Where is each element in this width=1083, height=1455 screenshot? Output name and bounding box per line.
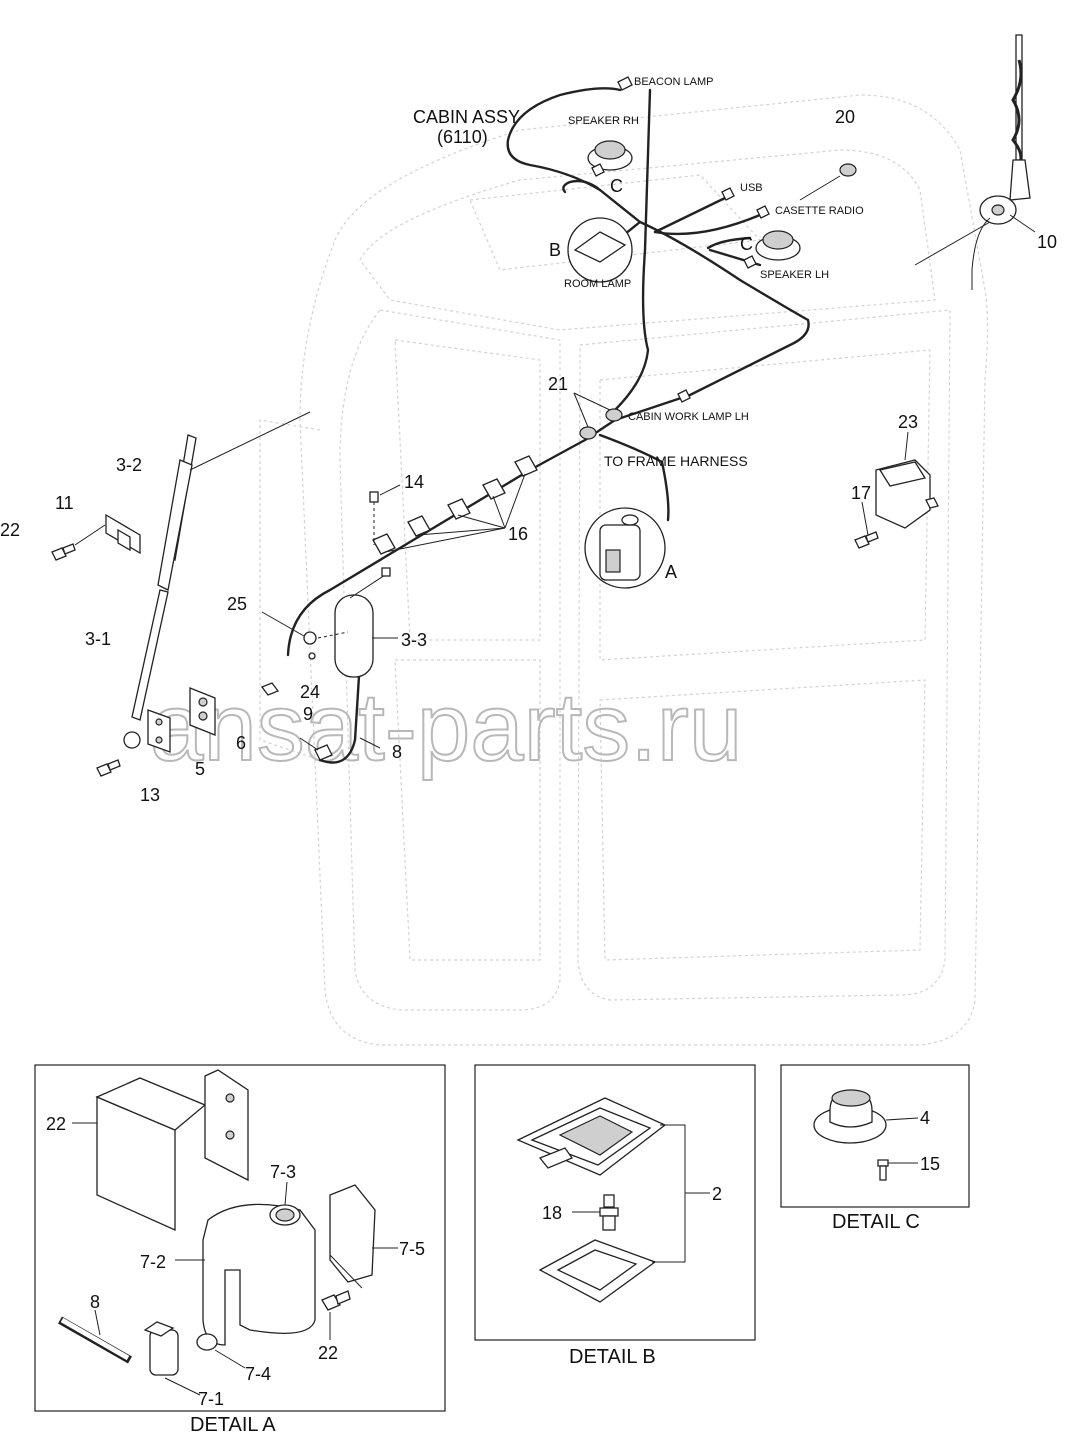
callout-6: 6 [236,733,246,753]
detail-c-panel: 4 15 DETAIL C [780,1064,970,1233]
detail-b-panel: 2 18 DETAIL B [474,1064,756,1368]
bracket-11 [105,513,141,555]
speaker-lh [755,230,801,261]
detail-a-callout-8: 8 [90,1292,100,1312]
bolt-13 [96,759,121,777]
callout-16: 16 [508,524,528,544]
callout-3-3: 3-3 [401,630,427,650]
speaker-rh [587,140,633,177]
detail-c-callout-4: 4 [920,1108,930,1128]
detail-ref-a: A [665,562,677,582]
nozzle-9 [299,737,381,761]
detail-ref-b: B [549,240,561,260]
callout-23: 23 [898,412,918,432]
detail-a-callout-7-4: 7-4 [245,1364,271,1384]
callout-22-main: 22 [0,520,20,540]
washer-tank-detail-circle [584,507,666,589]
detail-b-callout-18: 18 [542,1203,562,1223]
callout-20: 20 [835,107,855,127]
callout-24: 24 [300,682,320,702]
watermark: ansat-parts.ru [150,674,742,781]
detail-ref-c-lh: C [740,234,753,254]
main-labels: CABIN ASSY (6110) BEACON LAMP SPEAKER RH… [0,76,1057,805]
detail-a-callout-7-5: 7-5 [399,1239,425,1259]
callout-3-2: 3-2 [116,455,142,475]
wiper-assembly [123,411,311,749]
detail-b-caption: DETAIL B [569,1346,656,1368]
room-lamp-detail-circle [567,217,633,283]
callout-14: 14 [404,472,424,492]
detail-c-caption: DETAIL C [832,1211,920,1233]
detail-a-callout-22-bottom: 22 [318,1343,338,1363]
speaker-rh-label: SPEAKER RH [568,115,639,127]
detail-c-callout-15: 15 [920,1154,940,1174]
callout-13: 13 [140,785,160,805]
bolt-17 [854,501,879,549]
room-lamp-label: ROOM LAMP [564,278,631,290]
detail-a-callout-7-3: 7-3 [270,1162,296,1182]
bolt-22 [51,524,106,561]
detail-a-panel: 22 7-3 7-2 7-5 8 22 7-4 7-1 DETAIL A [34,1064,446,1436]
callout-21: 21 [548,374,568,394]
detail-a-caption: DETAIL A [190,1414,276,1436]
detail-b-callout-2: 2 [712,1184,722,1204]
to-frame-harness-label: TO FRAME HARNESS [604,453,748,469]
cabin-assy-label: CABIN ASSY [413,107,520,127]
grommet-20 [799,163,857,201]
antenna-10 [914,34,1036,290]
detail-ref-c-rh: C [610,176,623,196]
nut-24 [260,652,316,696]
callout-25: 25 [227,594,247,614]
callout-17: 17 [851,483,871,503]
cabin-work-lamp-label: CABIN WORK LAMP LH [628,411,749,423]
casette-radio-label: CASETTE RADIO [775,205,864,217]
beacon-lamp-label: BEACON LAMP [634,76,713,88]
clamps-16 [372,455,538,555]
detail-a-callout-22-top: 22 [46,1114,66,1134]
wiper-motor-3-3 [334,567,398,678]
cabin-assy-code: (6110) [437,127,488,147]
box-23 [875,431,939,529]
callout-9: 9 [303,704,313,724]
callout-10: 10 [1037,232,1057,252]
callout-3-1: 3-1 [85,629,111,649]
bolt-14 [369,484,401,545]
speaker-lh-label: SPEAKER LH [760,269,829,281]
detail-a-callout-7-1: 7-1 [198,1389,224,1409]
washer-25 [261,611,349,645]
callout-5: 5 [195,759,205,779]
plate-6 [189,687,216,736]
usb-label: USB [740,182,763,194]
grommets-21 [573,392,623,440]
plate-5 [147,709,171,753]
detail-a-callout-7-2: 7-2 [140,1252,166,1272]
callout-11: 11 [55,493,74,513]
callout-8-main: 8 [392,742,402,762]
